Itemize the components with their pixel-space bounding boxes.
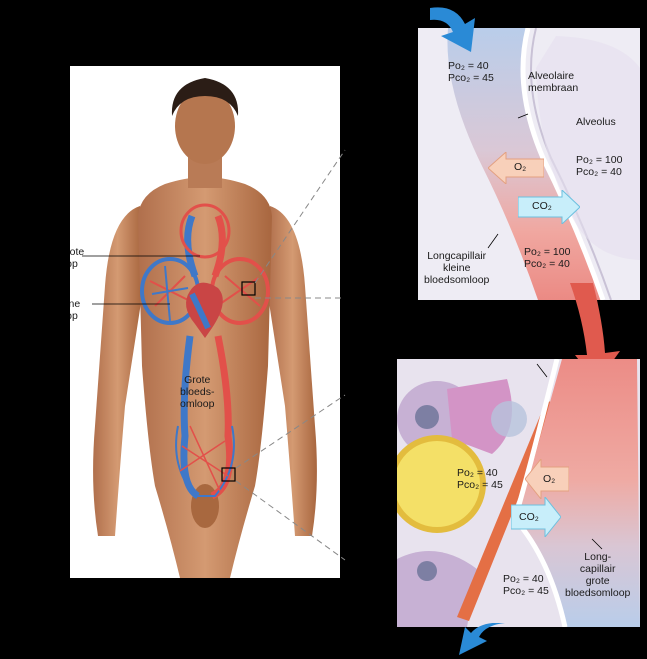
co2-diffusion-arrow: CO₂ [518,190,580,224]
o2-diffusion-arrow: O₂ [488,152,544,184]
tissue-capillary-label: Long- capillair grote bloedsomloop [565,551,631,599]
tissue-co2-diffusion-arrow: CO₂ [511,497,561,537]
systemic-circulation-label: Grote bloeds- omloop [180,374,215,410]
lung-capillary-label: Longcapillair kleine bloedsomloop [424,250,490,286]
blood-outflow-arrow-icon [459,623,505,655]
human-figure [82,78,317,578]
systemic-loop-label: Groteloop [70,246,85,270]
tissue-o2-label: O₂ [543,473,556,485]
tissue-o2-diffusion-arrow: O₂ [525,459,569,499]
alveolus-label: Alveolus [576,116,616,128]
blood-transfer-arrow-icon [570,283,620,383]
o2-label: O₂ [514,161,527,173]
tissue-co2-label: CO₂ [519,511,539,523]
co2-label: CO₂ [532,200,552,212]
tissue-capillary-diagram [397,359,640,627]
body-illustration-panel: Groteloop leineloop Grote bloeds- omloop [70,66,340,578]
blood-inflow-arrow-icon [430,7,475,53]
pulmonary-loop-label: leineloop [70,298,81,322]
